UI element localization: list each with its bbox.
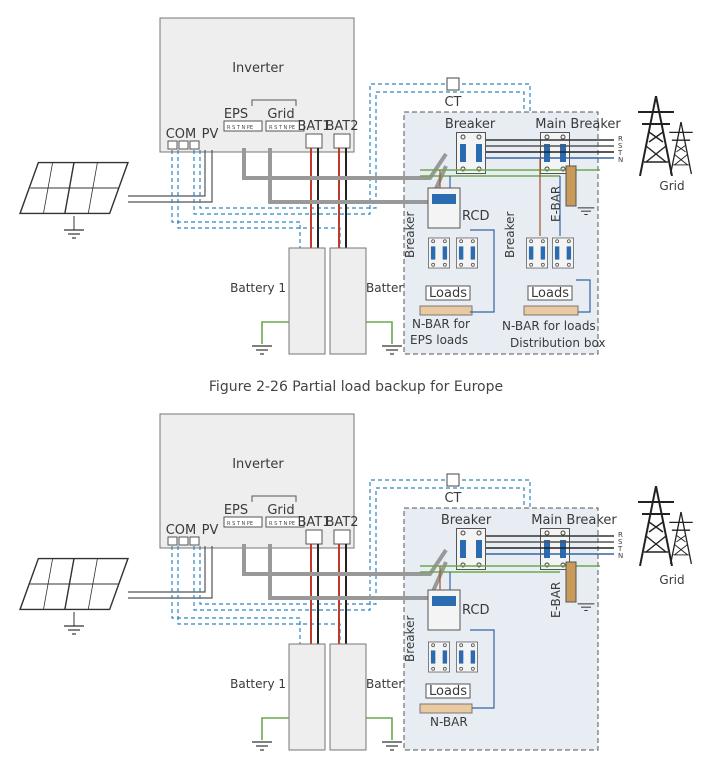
svg-text:Grid: Grid	[659, 573, 684, 587]
svg-text:R: R	[618, 531, 623, 539]
pv-panel-icon	[19, 161, 129, 215]
e-bar	[565, 165, 577, 207]
svg-text:R S T N PE: R S T N PE	[269, 125, 295, 131]
battery-1	[288, 247, 326, 355]
svg-text:RCD: RCD	[462, 603, 489, 618]
load-breaker-label: Breaker	[503, 211, 517, 258]
e-bar-label: E-BAR	[549, 186, 563, 222]
svg-text:S: S	[618, 538, 623, 546]
ct-sensor	[446, 77, 460, 91]
com-label: COM	[166, 127, 197, 142]
diagram-top: Inverter EPS Grid R S T N PE R S T N PE …	[19, 17, 694, 355]
grid-port-label: Grid	[267, 107, 294, 122]
svg-text:Loads: Loads	[429, 684, 467, 699]
svg-text:E-BAR: E-BAR	[549, 582, 563, 618]
eps-terminal	[223, 120, 263, 132]
phase-s: S	[618, 142, 623, 150]
svg-text:R S T N PE: R S T N PE	[227, 125, 253, 131]
grid-terminal	[265, 120, 305, 132]
ct-label: CT	[444, 95, 461, 110]
phase-t: T	[617, 149, 623, 157]
diagram-bottom: Inverter EPS Grid R S T N PE R S T N PE …	[19, 413, 694, 751]
eps-label: EPS	[224, 107, 248, 122]
svg-text:Main Breaker: Main Breaker	[531, 513, 617, 528]
pv-label: PV	[202, 127, 219, 142]
breaker-label: Breaker	[445, 117, 496, 132]
grid-loads	[527, 285, 573, 301]
svg-text:PV: PV	[202, 523, 219, 538]
eps-breaker-label: Breaker	[403, 211, 417, 258]
svg-text:R S T N PE: R S T N PE	[227, 521, 253, 527]
eps-loads	[425, 285, 471, 301]
bat2-label: BAT2	[325, 119, 358, 134]
svg-text:Battery 1: Battery 1	[230, 677, 286, 691]
svg-text:Grid: Grid	[267, 503, 294, 518]
grid-tower-icon	[637, 96, 675, 176]
battery-1-label: Battery 1	[230, 281, 286, 295]
battery-2	[329, 247, 367, 355]
svg-text:Breaker: Breaker	[403, 615, 417, 662]
bat1-label: BAT1	[297, 119, 330, 134]
svg-text:EPS: EPS	[224, 503, 248, 518]
nbar-loads-text: N-BAR for loads	[502, 319, 596, 333]
svg-text:Inverter: Inverter	[232, 457, 284, 472]
svg-text:Loads: Loads	[429, 286, 467, 301]
grid-label: Grid	[659, 179, 684, 193]
inverter-title: Inverter	[232, 61, 284, 76]
phase-n: N	[618, 156, 623, 164]
main-breaker-label: Main Breaker	[535, 117, 621, 132]
svg-text:COM: COM	[166, 523, 197, 538]
figure-caption: Figure 2-26 Partial load backup for Euro…	[209, 379, 503, 395]
rcd-label: RCD	[462, 209, 489, 224]
nbar-label: N-BAR	[430, 715, 468, 729]
svg-text:N: N	[618, 552, 623, 560]
svg-text:R S T N PE: R S T N PE	[269, 521, 295, 527]
distribution-box-text: Distribution box	[510, 336, 606, 350]
nbar-loads	[523, 305, 579, 316]
svg-text:Loads: Loads	[531, 286, 569, 301]
svg-text:BAT2: BAT2	[325, 515, 358, 530]
svg-text:BAT1: BAT1	[297, 515, 330, 530]
svg-text:T: T	[617, 545, 623, 553]
nbar-eps	[419, 305, 473, 316]
phase-r: R	[618, 135, 623, 143]
svg-text:Breaker: Breaker	[441, 513, 492, 528]
svg-text:CT: CT	[444, 491, 461, 506]
nbar-eps-text-2: EPS loads	[410, 333, 468, 347]
nbar-eps-text-1: N-BAR for	[412, 317, 470, 331]
